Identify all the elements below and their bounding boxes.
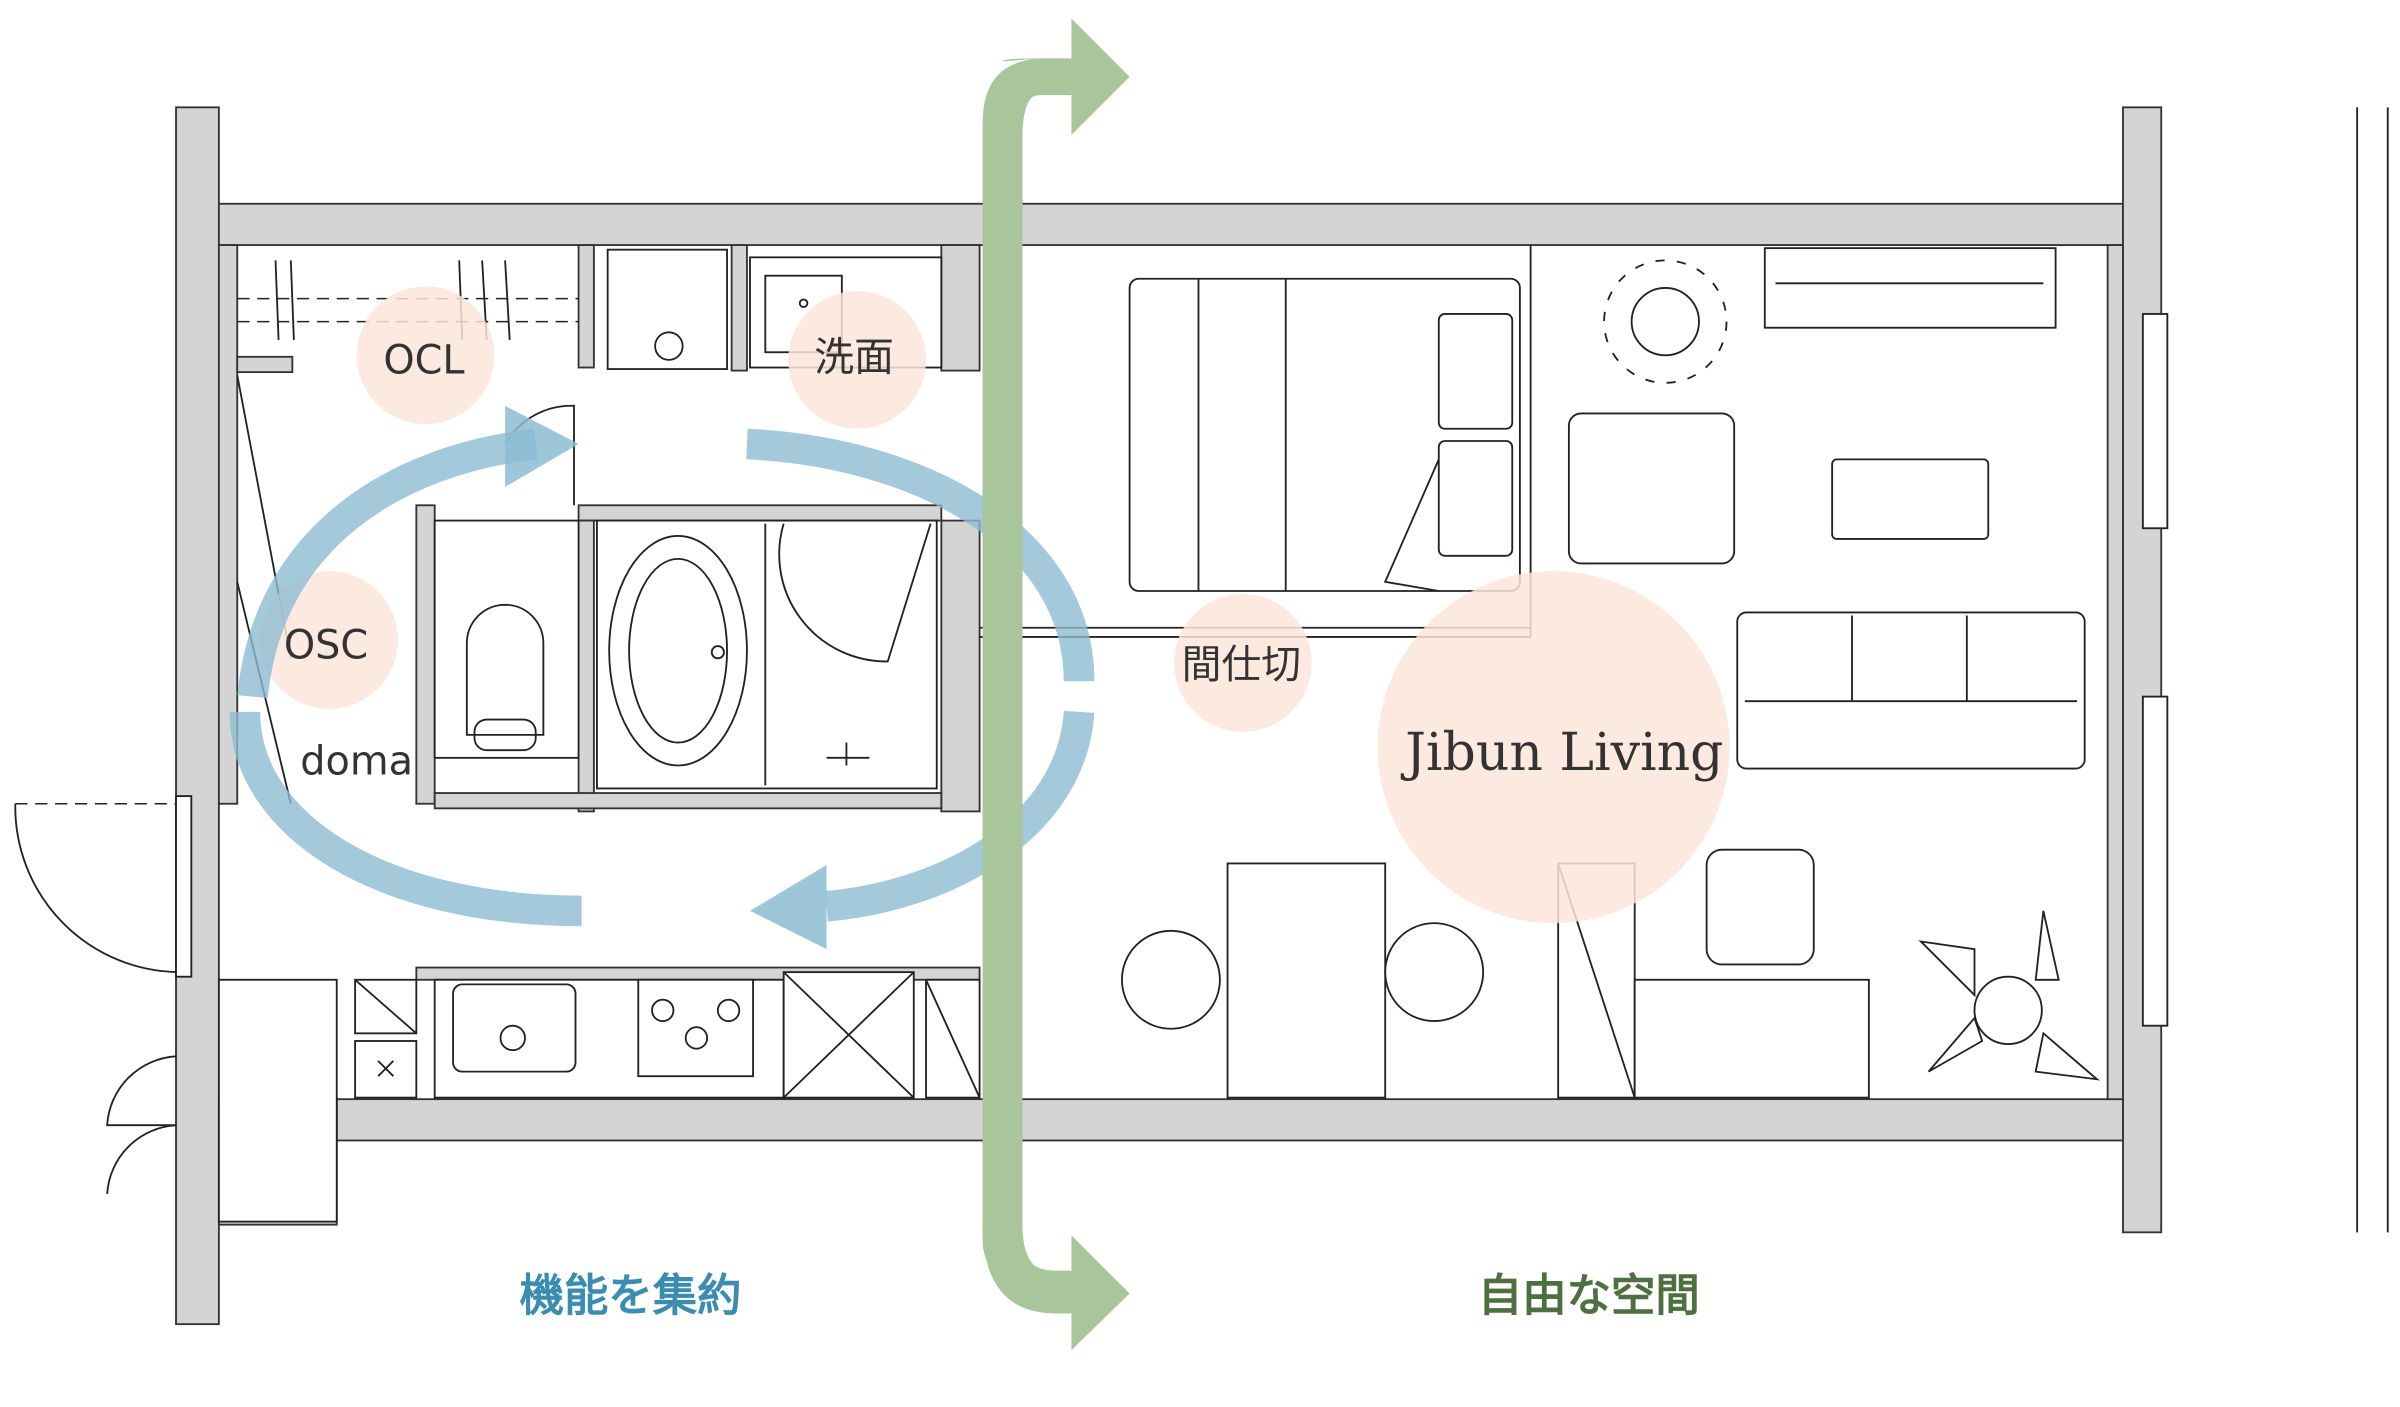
room-label-osc: OSC xyxy=(284,622,368,668)
open-space-arrow xyxy=(982,18,1130,1351)
room-label-partition: 間仕切 xyxy=(1182,642,1301,688)
room-highlights xyxy=(260,286,1730,924)
tv-stand xyxy=(1763,247,2057,329)
entrance-door xyxy=(14,795,338,1223)
armchair xyxy=(1567,412,1736,565)
circulation-arrows xyxy=(229,405,1095,950)
bathtub xyxy=(596,519,938,790)
room-label-doma: doma xyxy=(300,739,413,785)
caption-right: 自由な空間 xyxy=(1478,1270,1700,1321)
room-label-living: Jibun Living xyxy=(1400,723,1723,783)
walls xyxy=(175,106,2389,1326)
kitchen xyxy=(354,971,981,1099)
caption-left: 機能を集約 xyxy=(520,1270,742,1321)
washing-machine xyxy=(606,248,728,370)
toilet xyxy=(433,519,580,759)
room-label-senmen: 洗面 xyxy=(814,335,894,381)
room-label-ocl: OCL xyxy=(383,338,464,384)
bed xyxy=(1128,277,1521,592)
coffee-table xyxy=(1831,458,1990,540)
sofa xyxy=(1736,611,2086,770)
dining-table xyxy=(1121,862,1485,1099)
plant xyxy=(1603,259,2100,1081)
windows xyxy=(2141,313,2169,1027)
